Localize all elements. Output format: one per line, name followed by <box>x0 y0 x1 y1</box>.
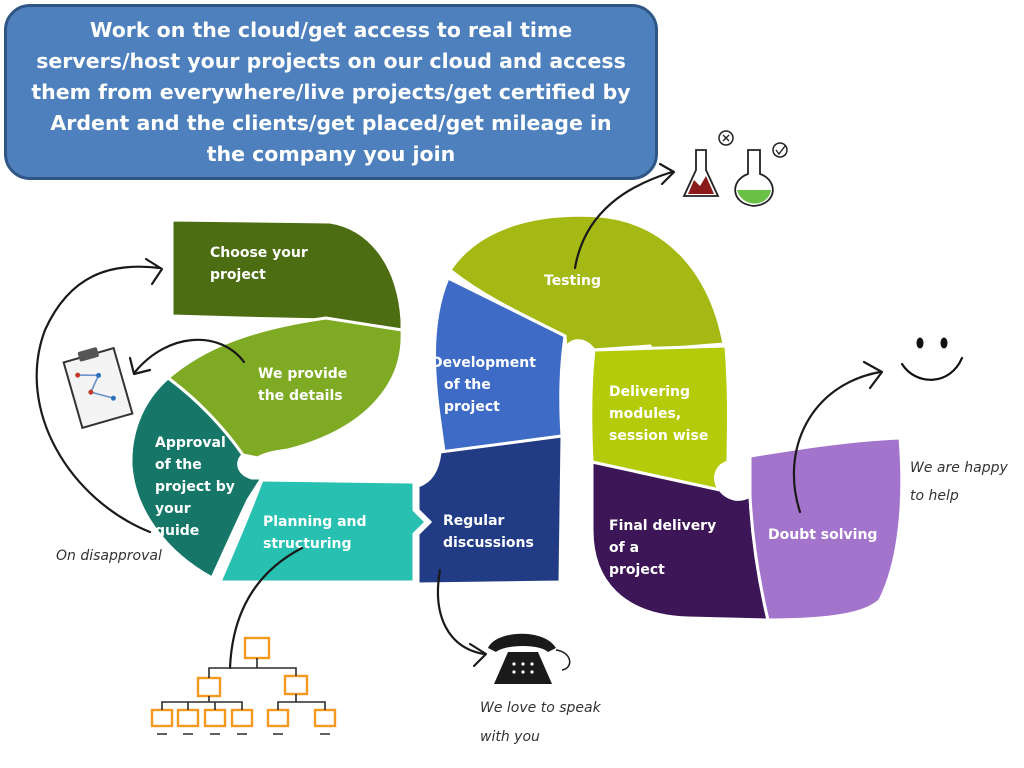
title-banner: Work on the cloud/get access to real tim… <box>4 4 658 180</box>
smiley-arrowhead <box>862 360 884 390</box>
disapproval-arrowhead <box>144 257 164 286</box>
flask-arrowhead <box>658 162 676 186</box>
label-development: Development of the project <box>431 355 541 415</box>
phone-arrowhead <box>468 642 488 668</box>
planning-to-org-arrow <box>228 546 304 670</box>
smiley-icon <box>900 337 964 381</box>
label-final: Final delivery of a project <box>609 518 721 578</box>
segment-regular <box>416 434 564 586</box>
label-doubt: Doubt solving <box>768 527 877 543</box>
label-regular: Regular discussions <box>443 513 534 551</box>
note-happy: We are happy to help <box>910 460 1012 504</box>
label-delivering: Delivering modules, session wise <box>609 384 708 444</box>
label-choose-project: Choose your project <box>210 245 313 283</box>
segment-planning <box>217 478 429 584</box>
regular-to-phone-arrow <box>436 568 486 656</box>
telephone-icon <box>488 633 571 684</box>
banner-text: Work on the cloud/get access to real tim… <box>31 17 631 166</box>
doubt-to-smiley-arrow <box>792 370 882 514</box>
label-approval: Approval of the project by your guide <box>155 435 240 539</box>
segment-doubt <box>748 436 904 622</box>
provide-to-clipboard-arrow <box>133 338 246 374</box>
org-chart-icon <box>150 636 337 735</box>
note-speak: We love to speak with you <box>480 700 605 745</box>
label-provide-details: We provide the details <box>258 366 352 404</box>
disapproval-arrow <box>35 265 162 534</box>
clipboard-icon <box>62 346 134 430</box>
segment-approval <box>129 376 265 581</box>
note-disapproval: On disapproval <box>56 548 162 564</box>
testing-to-flask-arrow <box>573 170 674 270</box>
segment-testing <box>447 213 726 369</box>
flask-icon <box>682 130 788 207</box>
label-planning: Planning and structuring <box>263 514 371 552</box>
label-testing: Testing <box>544 273 601 289</box>
clipboard-arrowhead <box>128 356 152 376</box>
segment-delivering <box>589 344 730 493</box>
